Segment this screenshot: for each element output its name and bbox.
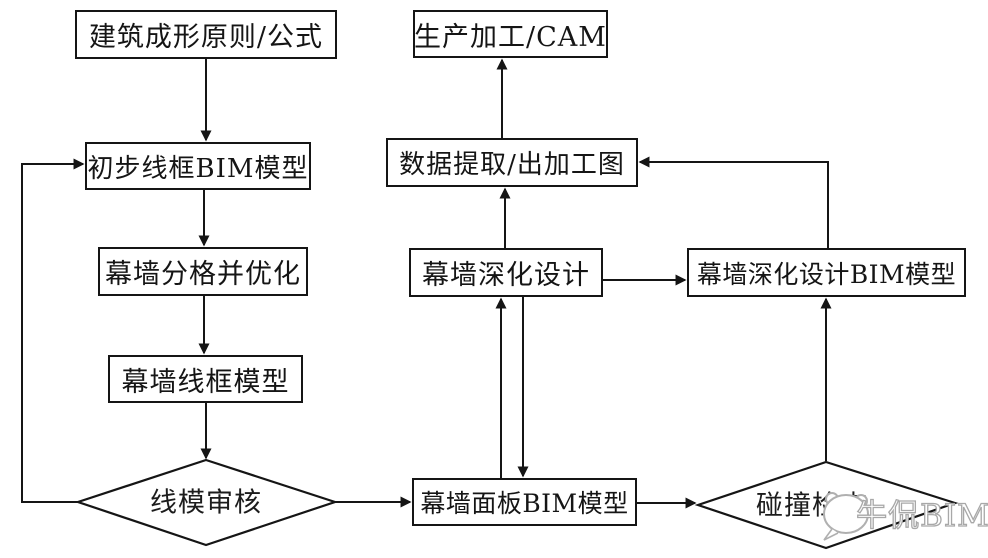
box-building-formation-principles: 建筑成形原则/公式	[75, 10, 337, 59]
box-detail-design-bim-model: 幕墙深化设计BIM模型	[687, 248, 966, 297]
connector-detailbim-to-extract	[638, 156, 829, 248]
box-panel-bim-model: 幕墙面板BIM模型	[412, 478, 637, 526]
wire-review-label: 线模审核	[150, 488, 262, 519]
box-preliminary-wireframe-bim-model: 初步线框BIM模型	[85, 142, 311, 190]
box-curtainwall-wireframe-model: 幕墙线框模型	[108, 355, 303, 403]
watermark-text: 牛侃BIM	[856, 498, 988, 534]
box-production-cam: 生产加工/CAM	[413, 10, 608, 58]
watermark-mascot-logo	[823, 492, 869, 541]
diamond-wire-review	[74, 458, 339, 547]
watermark: 牛侃BIM	[823, 492, 988, 541]
box-curtainwall-detail-design: 幕墙深化设计	[409, 248, 603, 297]
box-curtainwall-grid-optimization: 幕墙分格并优化	[98, 247, 308, 296]
connector-review-feedback-to-prelim	[21, 158, 85, 503]
box-data-extraction-shop-drawings: 数据提取/出加工图	[386, 138, 638, 187]
